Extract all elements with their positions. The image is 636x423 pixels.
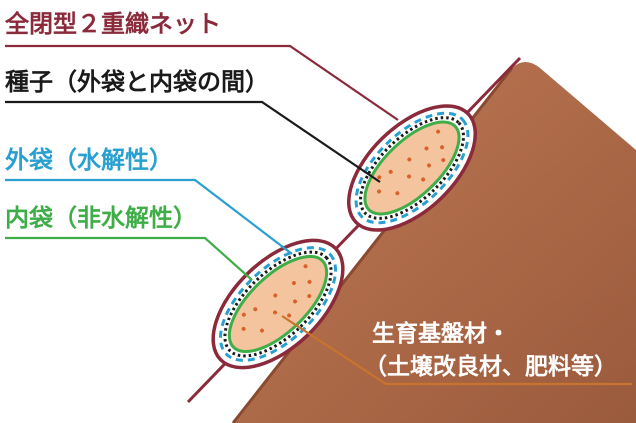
outer-bag-label: 外袋（水解性） bbox=[5, 146, 173, 174]
net-leader-line bbox=[5, 44, 399, 121]
substrate-leader-line bbox=[281, 315, 632, 386]
net-label: 全閉型２重織ネット bbox=[4, 10, 221, 38]
seed-label: 種子（外袋と内袋の間） bbox=[5, 68, 269, 96]
slope-ground bbox=[233, 62, 636, 423]
seed-bag-lower bbox=[211, 238, 345, 370]
inner-bag-leader-line bbox=[5, 236, 253, 281]
seed-leader-line bbox=[5, 100, 381, 183]
seed-bag-upper bbox=[347, 104, 477, 232]
substrate-label-line1: 生育基盤材・ bbox=[372, 320, 510, 347]
substrate-label-line2: （土壌改良材、肥料等） bbox=[364, 353, 617, 380]
inner-bag-label: 内袋（非水解性） bbox=[5, 204, 197, 232]
outer-bag-leader-line bbox=[5, 178, 293, 255]
